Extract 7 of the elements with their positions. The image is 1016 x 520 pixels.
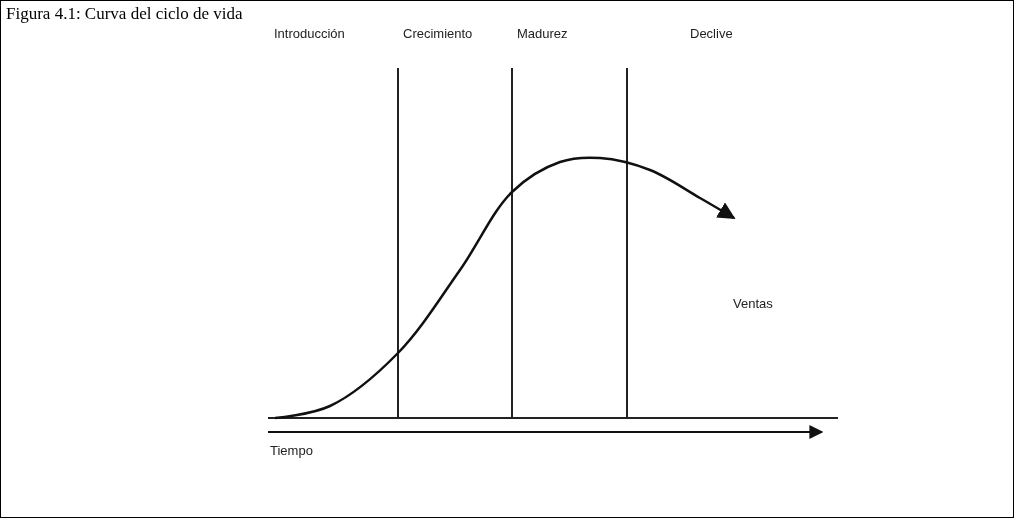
figure-title: Figura 4.1: Curva del ciclo de vida	[6, 4, 243, 24]
phase-label: Introducción	[274, 26, 345, 41]
curve-label: Ventas	[733, 296, 773, 311]
phase-label: Declive	[690, 26, 733, 41]
phase-label: Madurez	[517, 26, 568, 41]
phase-label: Crecimiento	[403, 26, 473, 41]
axis-label: Tiempo	[270, 443, 313, 458]
